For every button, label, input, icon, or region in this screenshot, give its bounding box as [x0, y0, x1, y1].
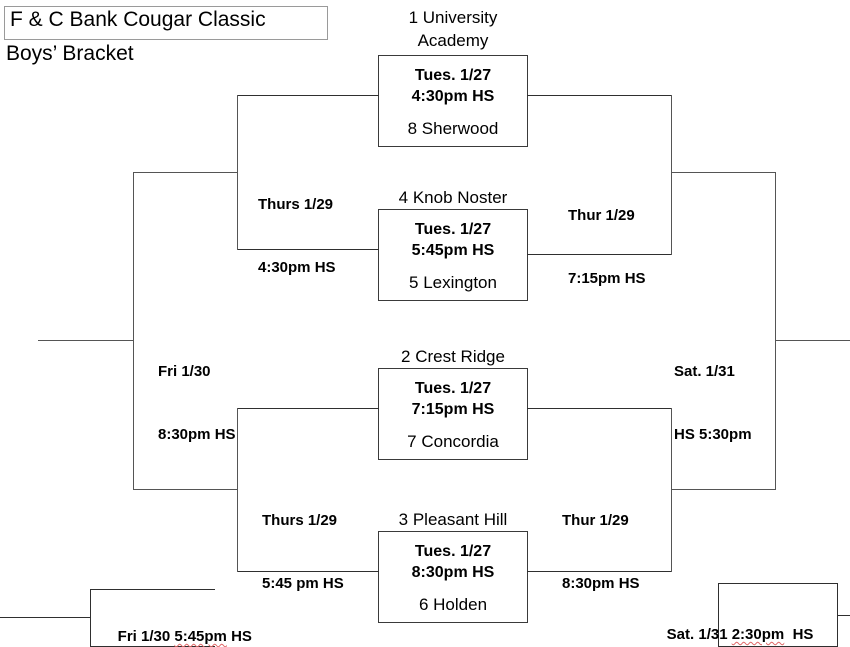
final-left-time: 8:30pm HS	[158, 426, 236, 443]
game-1-time: 4:30pm HS	[411, 88, 495, 105]
page-title: F & C Bank Cougar Classic	[10, 8, 266, 31]
final-left-date: Fri 1/30	[158, 363, 211, 380]
game-3-time: 7:15pm HS	[411, 401, 495, 418]
page-subtitle: Boys’ Bracket	[6, 42, 134, 65]
consolation-left-feed	[0, 617, 91, 618]
game-3-bottom-seed: 7 Concordia	[407, 432, 499, 451]
game-4-top-seed: 3 Pleasant Hill	[368, 508, 538, 531]
semi-right-top-time: 7:15pm HS	[568, 270, 646, 287]
semi-right-top-date: Thur 1/29	[568, 207, 635, 224]
final-right-feed	[775, 340, 850, 341]
semi-right-top-connector	[671, 95, 672, 255]
semi-left-bottom-label: Thurs 1/29 5:45 pm HS	[262, 468, 344, 636]
consolation-left-connector	[90, 589, 91, 647]
game-1-date: Tues. 1/27	[414, 67, 492, 84]
game-4-date: Tues. 1/27	[414, 543, 492, 560]
semi-right-bottom-label: Thur 1/29 8:30pm HS	[562, 468, 640, 636]
title-box	[4, 6, 328, 40]
consolation-right-label: Sat. 1/31 2:30pm HS	[650, 605, 814, 647]
semi-left-bottom-feed	[133, 489, 238, 490]
game-2-top-seed: 4 Knob Noster	[368, 186, 538, 209]
semi-right-bottom-feed	[671, 489, 776, 490]
consolation-right-venue: HS	[784, 626, 814, 643]
semi-left-top-time: 4:30pm HS	[258, 259, 336, 276]
semi-right-bottom-date: Thur 1/29	[562, 512, 629, 529]
consolation-left-label: Fri 1/30 5:45pm HS	[101, 607, 252, 647]
final-right-connector	[775, 172, 776, 490]
game-2-top-seed-line1: 4 Knob Noster	[398, 188, 508, 207]
consolation-right-time: 2:30pm	[731, 626, 785, 643]
consolation-right-top-arm	[718, 583, 838, 584]
semi-right-top-feed	[671, 172, 776, 173]
game-3-schedule: Tues. 1/27 7:15pm HS	[379, 378, 527, 420]
game-3-top-seed-line1: 2 Crest Ridge	[401, 347, 505, 366]
game-4-top-seed-line1: 3 Pleasant Hill	[398, 510, 508, 529]
semi-right-bottom-connector	[671, 408, 672, 572]
game-2-time: 5:45pm HS	[411, 242, 495, 259]
game-4-right-stub	[527, 571, 672, 572]
game-3-box[interactable]: Tues. 1/27 7:15pm HS 7 Concordia	[378, 368, 528, 460]
consolation-right-date: Sat. 1/31	[666, 626, 732, 643]
game-4-schedule: Tues. 1/27 8:30pm HS	[379, 541, 527, 583]
game-3-date: Tues. 1/27	[414, 380, 492, 397]
game-2-right-stub	[527, 254, 672, 255]
consolation-left-date: Fri 1/30	[117, 628, 175, 645]
final-left-feed	[38, 340, 134, 341]
game-1-right-stub	[527, 95, 672, 96]
game-2-left-stub	[237, 249, 379, 250]
semi-right-bottom-time: 8:30pm HS	[562, 575, 640, 592]
final-left-connector	[133, 172, 134, 490]
game-4-bottom-seed: 6 Holden	[418, 595, 488, 614]
semi-left-top-feed	[133, 172, 238, 173]
final-right-date: Sat. 1/31	[674, 363, 735, 380]
consolation-left-time: 5:45pm	[174, 628, 227, 645]
game-3-left-stub	[237, 408, 379, 409]
semi-right-top-label: Thur 1/29 7:15pm HS	[568, 163, 646, 331]
semi-left-bottom-date: Thurs 1/29	[262, 512, 338, 529]
game-2-date: Tues. 1/27	[414, 221, 492, 238]
semi-left-top-date: Thurs 1/29	[258, 196, 334, 213]
consolation-left-venue: HS	[226, 628, 252, 645]
game-1-left-stub	[237, 95, 379, 96]
game-1-bottom-seed: 8 Sherwood	[407, 119, 499, 138]
game-1-box[interactable]: Tues. 1/27 4:30pm HS 8 Sherwood	[378, 55, 528, 147]
game-2-bottom-seed: 5 Lexington	[409, 273, 497, 292]
game-1-top-seed-line2: Academy	[417, 31, 489, 50]
game-4-time: 8:30pm HS	[411, 564, 495, 581]
game-3-right-stub	[527, 408, 672, 409]
semi-left-bottom-time: 5:45 pm HS	[262, 575, 344, 592]
game-3-top-seed: 2 Crest Ridge	[368, 345, 538, 368]
semi-left-top-label: Thurs 1/29 4:30pm HS	[258, 152, 336, 320]
semi-left-bottom-connector	[237, 408, 238, 572]
consolation-right-connector-left	[718, 583, 719, 647]
final-left-label: Fri 1/30 8:30pm HS	[158, 319, 236, 487]
game-4-left-stub	[237, 571, 379, 572]
consolation-right-feed	[837, 615, 850, 616]
final-right-label: Sat. 1/31 HS 5:30pm	[674, 319, 752, 487]
game-2-schedule: Tues. 1/27 5:45pm HS	[379, 219, 527, 261]
game-4-box[interactable]: Tues. 1/27 8:30pm HS 6 Holden	[378, 531, 528, 623]
game-1-top-seed: 1 University Academy	[368, 6, 538, 52]
game-2-box[interactable]: Tues. 1/27 5:45pm HS 5 Lexington	[378, 209, 528, 301]
game-1-schedule: Tues. 1/27 4:30pm HS	[379, 65, 527, 107]
game-1-top-seed-line1: 1 University	[408, 8, 498, 27]
consolation-left-top-arm	[90, 589, 215, 590]
final-right-time: HS 5:30pm	[674, 426, 752, 443]
